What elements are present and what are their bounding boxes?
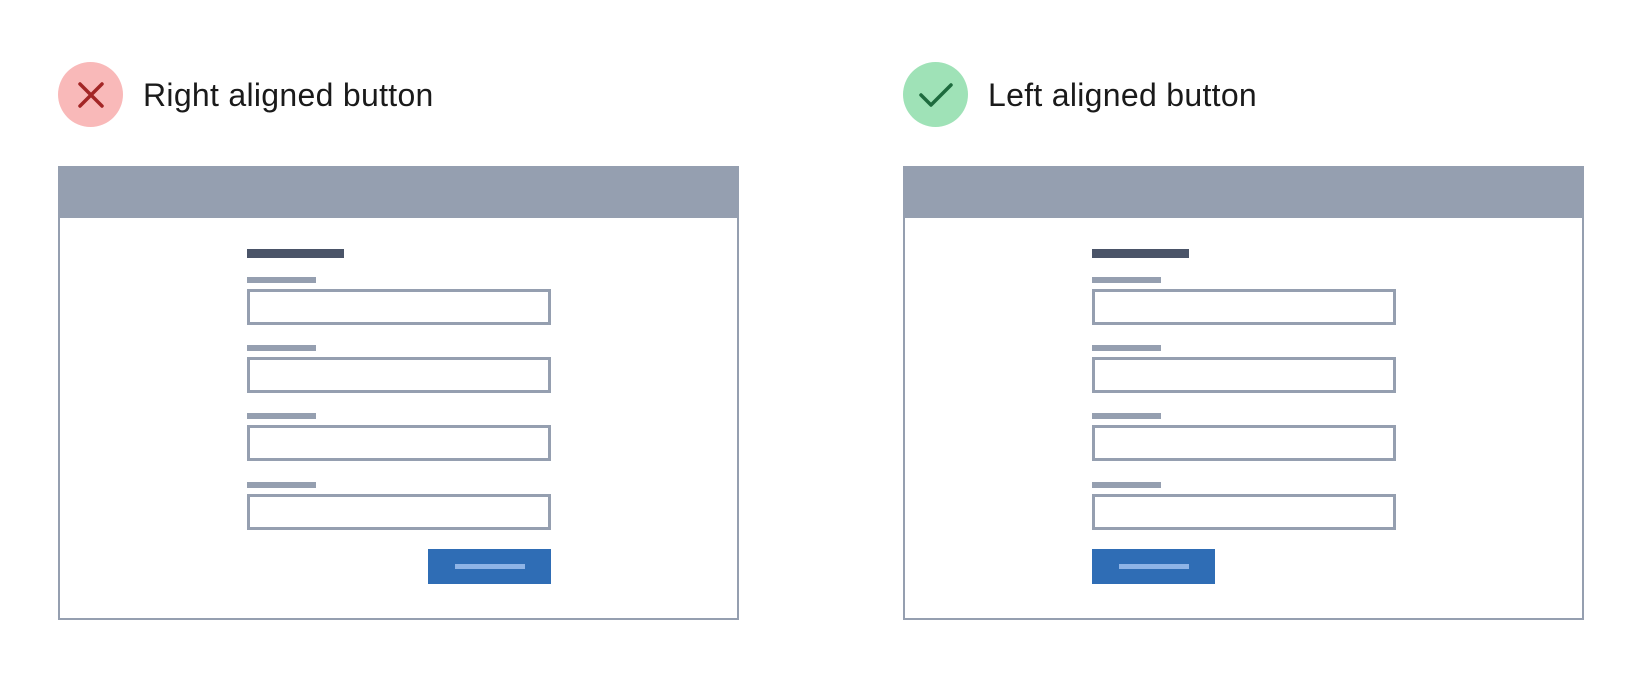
text-input[interactable] bbox=[1092, 357, 1396, 393]
submit-button[interactable] bbox=[1092, 549, 1215, 584]
example-right-aligned: Right aligned button bbox=[58, 0, 758, 696]
field-label-placeholder bbox=[1092, 413, 1161, 419]
checkmark-icon bbox=[918, 82, 953, 107]
field-label-placeholder bbox=[247, 482, 316, 488]
field-label-placeholder bbox=[1092, 277, 1161, 283]
x-mark-icon bbox=[77, 81, 104, 108]
submit-button[interactable] bbox=[428, 549, 551, 584]
text-input[interactable] bbox=[1092, 425, 1396, 461]
button-label-placeholder bbox=[455, 564, 525, 569]
window-titlebar bbox=[60, 168, 737, 218]
text-input[interactable] bbox=[247, 494, 551, 530]
text-input[interactable] bbox=[1092, 289, 1396, 325]
field-label-placeholder bbox=[1092, 345, 1161, 351]
field-label-placeholder bbox=[247, 277, 316, 283]
form-window-mockup bbox=[903, 166, 1584, 620]
example-heading: Right aligned button bbox=[58, 62, 434, 127]
example-heading: Left aligned button bbox=[903, 62, 1257, 127]
example-label: Left aligned button bbox=[988, 76, 1258, 113]
text-input[interactable] bbox=[1092, 494, 1396, 530]
example-label: Right aligned button bbox=[143, 76, 434, 113]
field-label-placeholder bbox=[247, 345, 316, 351]
window-titlebar bbox=[905, 168, 1582, 218]
form-title-placeholder bbox=[247, 249, 344, 258]
field-label-placeholder bbox=[247, 413, 316, 419]
example-left-aligned: Left aligned button bbox=[903, 0, 1603, 696]
field-label-placeholder bbox=[1092, 482, 1161, 488]
error-badge bbox=[58, 62, 123, 127]
button-label-placeholder bbox=[1119, 564, 1189, 569]
text-input[interactable] bbox=[247, 357, 551, 393]
text-input[interactable] bbox=[247, 425, 551, 461]
form-window-mockup bbox=[58, 166, 739, 620]
success-badge bbox=[903, 62, 968, 127]
form-title-placeholder bbox=[1092, 249, 1189, 258]
text-input[interactable] bbox=[247, 289, 551, 325]
